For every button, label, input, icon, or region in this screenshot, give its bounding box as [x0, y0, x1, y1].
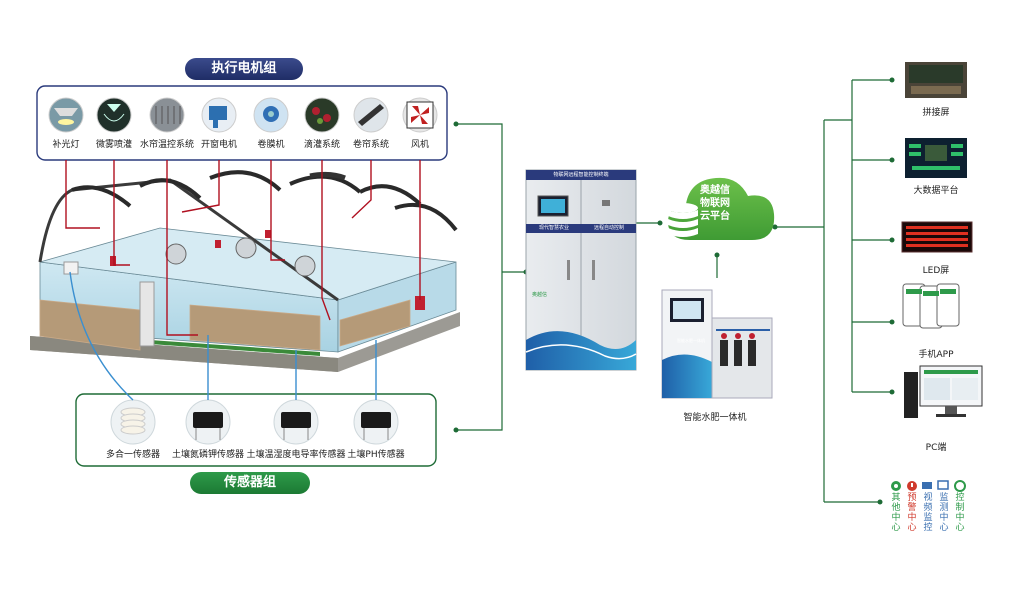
actuator-icons — [48, 97, 438, 133]
led-screen-icon — [901, 221, 973, 253]
output-label-big-data: 大数据平台 — [913, 186, 959, 196]
output-label-mobile-app: 手机APP — [918, 350, 954, 360]
center-label-monitor: 监测中心 — [939, 493, 949, 533]
sensor-cables — [69, 271, 377, 401]
control-cabinet — [525, 169, 637, 371]
cloud-line-2: 物联网 — [700, 198, 730, 209]
cloud-line-3: 云平台 — [700, 211, 730, 222]
soil-ph-sensor-icon — [353, 399, 399, 445]
gear-icon — [891, 481, 901, 491]
sensor-group-title: 传感器组 — [190, 472, 310, 494]
cabinet-brand: 奥越信 — [532, 292, 548, 298]
multi-sensor-icon — [110, 399, 156, 445]
center-label-video: 视频监控 — [923, 493, 933, 533]
actuator-label-film-roller: 卷膜机 — [257, 140, 285, 150]
big-data-icon — [905, 138, 967, 178]
greenhouse-illustration — [30, 170, 460, 372]
pc-icon — [904, 365, 983, 418]
actuator-label-drip-irrigation: 滴灌系统 — [303, 140, 340, 150]
sensor-label-soil-ec: 土壤温湿度电导率传感器 — [246, 450, 346, 460]
cabinet-header: 物联网远程智能控制终端 — [553, 172, 609, 178]
actuator-wires — [65, 160, 421, 336]
sensor-label-multi: 多合一传感器 — [105, 450, 160, 460]
monitor-icon — [937, 480, 949, 490]
water-curtain-icon — [149, 97, 185, 133]
cabinet-right-panel: 远程自动控制 — [593, 225, 624, 231]
fan-icon — [402, 97, 438, 133]
sensor-label-npk: 土壤氮磷钾传感器 — [171, 450, 244, 460]
alert-icon — [907, 481, 917, 491]
output-label-pc: PC端 — [925, 443, 947, 453]
cabinet-left-panel: 现代智慧农业 — [538, 225, 569, 231]
drip-irrigation-icon — [304, 97, 340, 133]
sensor-label-ph: 土壤PH传感器 — [347, 450, 405, 460]
actuator-label-mist-spray: 微雾喷灌 — [95, 140, 132, 150]
actuator-label-window-motor: 开窗电机 — [200, 140, 237, 150]
center-icons — [891, 480, 966, 492]
fertigation-screen-text: 智能水肥一体机 — [677, 338, 705, 343]
actuator-group-frame — [36, 85, 448, 161]
cloud-line-1: 奥越信 — [700, 185, 730, 196]
film-roller-icon — [253, 97, 289, 133]
window-motor-icon — [201, 97, 237, 133]
fertigation-label: 智能水肥一体机 — [683, 413, 747, 423]
center-label-alert: 预警中心 — [907, 493, 917, 533]
npk-sensor-icon — [185, 399, 231, 445]
cloud-platform — [668, 177, 775, 240]
mobile-app-icon — [902, 283, 960, 329]
mist-spray-icon — [96, 97, 132, 133]
actuator-group-title: 执行电机组 — [185, 58, 303, 80]
actuator-label-roller-shutter: 卷帘系统 — [352, 140, 389, 150]
database-icon — [668, 203, 698, 237]
connector-dots — [453, 121, 529, 433]
soil-ec-sensor-icon — [273, 399, 319, 445]
roller-shutter-icon — [353, 97, 389, 133]
actuator-label-fan: 风机 — [410, 140, 429, 150]
actuator-label-water-curtain: 水帘温控系统 — [139, 140, 194, 150]
output-tree — [775, 79, 892, 503]
fertigation-machine — [661, 289, 773, 399]
output-label-led: LED屏 — [922, 266, 950, 276]
center-label-control: 控制中心 — [955, 493, 965, 533]
video-wall-icon — [905, 62, 967, 98]
output-label-video-wall: 拼接屏 — [922, 108, 950, 118]
sensor-icons — [110, 399, 399, 445]
sensor-group-frame — [75, 393, 437, 467]
center-label-other: 其他中心 — [891, 493, 901, 533]
output-icons — [901, 62, 983, 418]
grow-light-icon — [48, 97, 84, 133]
control-icon — [954, 480, 966, 492]
camera-icon — [922, 482, 932, 489]
left-connectors — [456, 123, 526, 431]
cloud-platform-text: 奥越信 物联网 云平台 — [700, 184, 760, 223]
actuator-label-grow-light: 补光灯 — [52, 140, 80, 150]
